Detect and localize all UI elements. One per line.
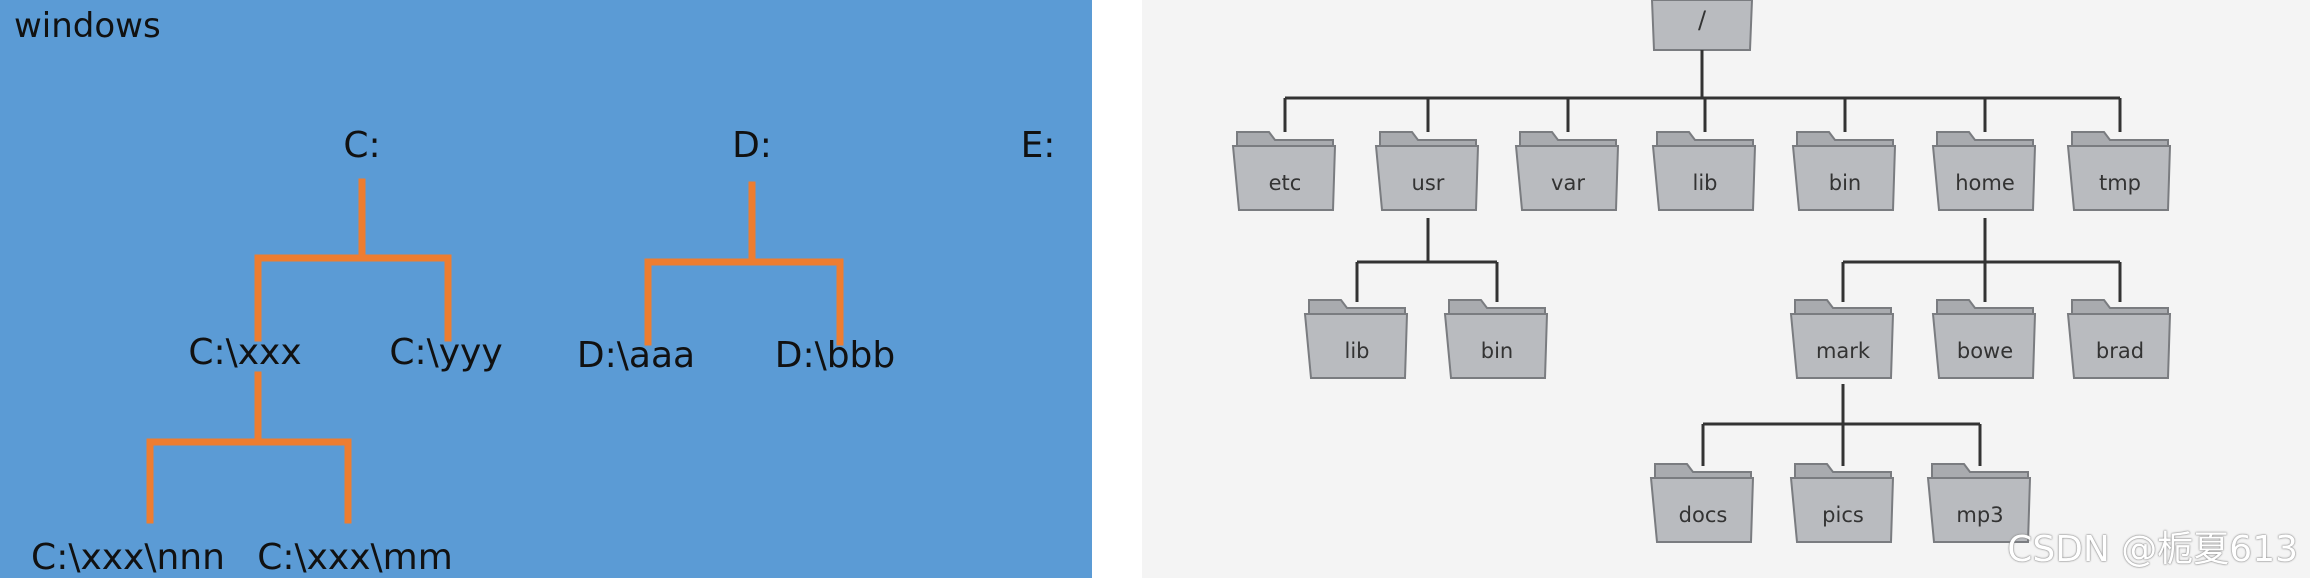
linux-folder-home-bowe: bowe bbox=[1931, 299, 2037, 379]
linux-folder-usr-lib: lib bbox=[1303, 299, 1409, 379]
drive-d: D: bbox=[732, 125, 772, 166]
linux-folder-home-label: home bbox=[1955, 171, 2015, 195]
linux-folder-mark-pics: pics bbox=[1789, 463, 1895, 543]
linux-folder-etc: etc bbox=[1231, 131, 1337, 211]
drive-c: C: bbox=[343, 125, 381, 166]
windows-title: windows bbox=[14, 6, 161, 46]
folder-cyyy: C:\yyy bbox=[389, 332, 503, 373]
folder-cxxx: C:\xxx bbox=[188, 332, 302, 373]
csdn-watermark: CSDN @栀夏613 bbox=[2007, 529, 2298, 570]
linux-folder-bin-label: bin bbox=[1829, 171, 1861, 195]
linux-folder-usr: usr bbox=[1374, 131, 1480, 211]
folder-daaa: D:\aaa bbox=[576, 335, 696, 376]
linux-folder-home-mark: mark bbox=[1789, 299, 1895, 379]
linux-folder-home-mark-label: mark bbox=[1816, 339, 1871, 363]
linux-folder-usr-label: usr bbox=[1412, 171, 1445, 195]
linux-folder-mark-docs-label: docs bbox=[1679, 503, 1728, 527]
linux-folder-var: var bbox=[1514, 131, 1620, 211]
linux-folder-mark-pics-label: pics bbox=[1822, 503, 1864, 527]
linux-folder-bin: bin bbox=[1791, 131, 1897, 211]
linux-folder-home-brad-label: brad bbox=[2096, 339, 2144, 363]
linux-folder-etc-label: etc bbox=[1269, 171, 1302, 195]
folder-dbbb: D:\bbb bbox=[774, 335, 896, 376]
linux-folder-home: home bbox=[1931, 131, 2037, 211]
linux-folder-home-bowe-label: bowe bbox=[1957, 339, 2013, 363]
linux-folder-mark-mp3: mp3 bbox=[1926, 463, 2032, 543]
linux-folder-mark-mp3-label: mp3 bbox=[1956, 503, 2003, 527]
linux-root-folder: / bbox=[1650, 0, 1754, 51]
folder-cnnn: C:\xxx\nnn bbox=[31, 537, 225, 578]
linux-folder-lib-label: lib bbox=[1693, 171, 1718, 195]
windows-panel: windows bbox=[0, 0, 1092, 578]
panel-gap bbox=[1092, 0, 1142, 578]
linux-folder-usr-bin: bin bbox=[1443, 299, 1549, 379]
linux-folder-lib: lib bbox=[1651, 131, 1757, 211]
linux-folder-tmp-label: tmp bbox=[2099, 171, 2141, 195]
linux-folder-usr-lib-label: lib bbox=[1345, 339, 1370, 363]
linux-root-label: / bbox=[1698, 6, 1707, 34]
linux-folder-mark-docs: docs bbox=[1649, 463, 1755, 543]
linux-folder-var-label: var bbox=[1551, 171, 1585, 195]
linux-folder-tmp: tmp bbox=[2066, 131, 2172, 211]
linux-folder-usr-bin-label: bin bbox=[1481, 339, 1513, 363]
drive-e: E: bbox=[1020, 125, 1056, 166]
linux-folder-home-brad: brad bbox=[2066, 299, 2172, 379]
folder-cmm: C:\xxx\mm bbox=[257, 537, 453, 578]
